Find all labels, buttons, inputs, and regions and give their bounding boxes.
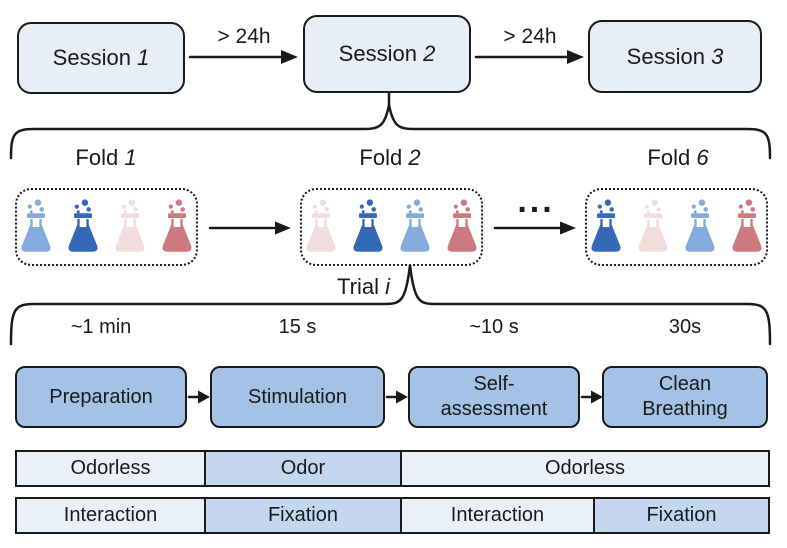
fold-6-label: Fold 6 xyxy=(647,145,709,170)
flask-icon xyxy=(162,198,192,252)
attention-segment-fixation-1: Fixation xyxy=(203,499,400,532)
interval-label-2: > 24h xyxy=(503,25,557,48)
fold-ellipsis: ... xyxy=(517,182,555,220)
odor-segment-odor: Odor xyxy=(203,452,400,485)
duration-stimulation: 15 s xyxy=(278,316,317,338)
session-1-label: Session 1 xyxy=(52,45,150,70)
flask-icon xyxy=(732,198,762,252)
segment-label: Odor xyxy=(280,457,326,479)
session-2-label: Session 2 xyxy=(338,41,436,66)
phase-label: Self- assessment xyxy=(440,373,548,420)
duration-clean-breathing: 30s xyxy=(668,316,702,338)
fold-1-label: Fold 1 xyxy=(75,145,137,170)
fold-1-box xyxy=(15,188,198,266)
arrowhead xyxy=(198,390,210,404)
flask-icon xyxy=(447,198,477,252)
arrowhead xyxy=(281,50,298,64)
fold-2-label: Fold 2 xyxy=(359,145,421,170)
fold-6-box xyxy=(585,188,768,266)
segment-label: Interaction xyxy=(450,504,545,526)
arrowhead xyxy=(560,221,576,235)
odor-segment-odorless-1: Odorless xyxy=(17,452,204,485)
phase-label: Preparation xyxy=(49,385,153,408)
duration-self-assessment: ~10 s xyxy=(469,316,519,338)
arrowhead xyxy=(396,390,408,404)
phase-label: Clean Breathing xyxy=(642,373,728,420)
flask-icon xyxy=(21,198,51,252)
flask-icon xyxy=(115,198,145,252)
fold-2-box xyxy=(300,188,483,266)
session-1-box: Session 1 xyxy=(17,22,185,94)
flask-icon xyxy=(591,198,621,252)
phase-self-assessment-box: Self- assessment xyxy=(408,366,580,428)
segment-label: Interaction xyxy=(63,504,158,526)
phase-preparation-box: Preparation xyxy=(15,366,187,428)
arrowhead xyxy=(567,50,584,64)
flask-icon xyxy=(638,198,668,252)
flask-icon xyxy=(685,198,715,252)
segment-label: Fixation xyxy=(267,504,338,526)
odor-segment-odorless-2: Odorless xyxy=(399,452,768,485)
phase-label: Stimulation xyxy=(248,385,347,408)
attention-condition-bar: Interaction Fixation Interaction Fixatio… xyxy=(15,497,770,534)
session-2-box: Session 2 xyxy=(303,15,471,93)
attention-segment-fixation-2: Fixation xyxy=(592,499,768,532)
segment-label: Fixation xyxy=(646,504,717,526)
flask-icon xyxy=(68,198,98,252)
interval-label-1: > 24h xyxy=(217,25,271,48)
segment-label: Odorless xyxy=(544,457,625,479)
attention-segment-interaction-1: Interaction xyxy=(17,499,204,532)
session-3-label: Session 3 xyxy=(626,43,724,69)
segment-label: Odorless xyxy=(70,457,151,479)
session-3-box: Session 3 xyxy=(588,20,762,93)
phase-clean-breathing-box: Clean Breathing xyxy=(602,366,768,428)
flask-icon xyxy=(400,198,430,252)
arrowhead xyxy=(275,221,291,235)
phase-stimulation-box: Stimulation xyxy=(210,366,385,428)
flask-icon xyxy=(353,198,383,252)
attention-segment-interaction-2: Interaction xyxy=(399,499,593,532)
flask-icon xyxy=(306,198,336,252)
duration-preparation: ~1 min xyxy=(70,316,132,338)
odor-condition-bar: Odorless Odor Odorless xyxy=(15,450,770,487)
trial-label: Trial i xyxy=(337,274,390,299)
